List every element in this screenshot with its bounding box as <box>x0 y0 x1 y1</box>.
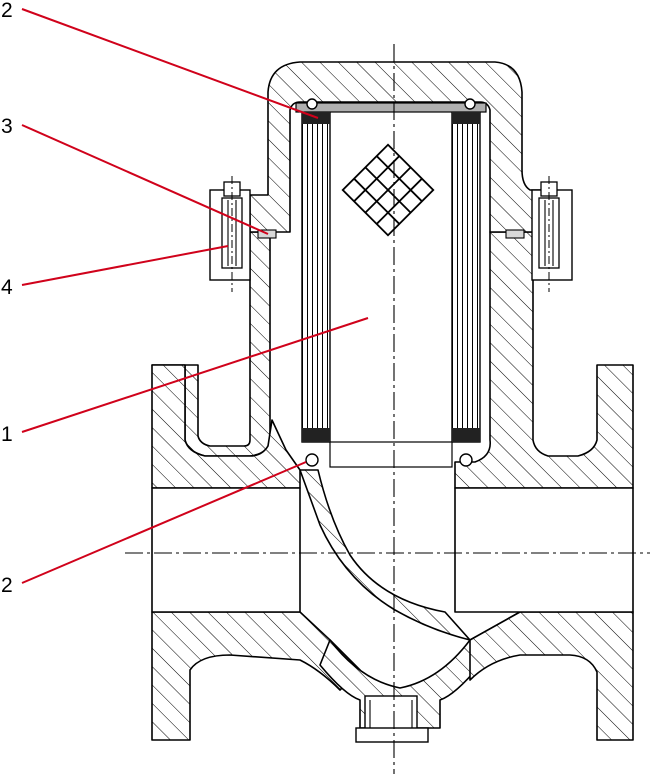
right-lower-flange <box>469 611 634 741</box>
o-ring-right <box>459 453 473 467</box>
mesh-symbol <box>341 143 435 237</box>
callout-label-4: 4 <box>1 276 13 299</box>
o-ring-left <box>305 453 319 467</box>
inlet-bore <box>151 487 301 613</box>
bonnet <box>249 61 549 233</box>
leader-4 <box>21 245 229 286</box>
cover-gasket <box>295 102 487 113</box>
outlet-bore <box>454 487 634 613</box>
basket-screen-left <box>301 111 331 443</box>
basket-top-seal-right <box>452 112 480 124</box>
leader-3 <box>21 124 269 235</box>
leader-top-2 <box>21 8 319 119</box>
left-pipe-upper-wall <box>151 364 301 489</box>
drain-plug <box>355 695 429 743</box>
callout-label-1: 1 <box>1 423 13 446</box>
flange-gasket-right <box>505 229 525 239</box>
basket-screen-right <box>451 111 481 443</box>
basket-bottom-seal-left <box>302 428 330 442</box>
flow-deflector <box>299 469 471 641</box>
leader-lines <box>21 8 369 584</box>
callout-label-bottom-2: 2 <box>1 574 13 597</box>
callout-label-top-2: 2 <box>1 0 13 22</box>
o-ring-top-left <box>306 98 318 110</box>
strainer-basket <box>295 98 487 468</box>
pipe-openings <box>151 487 634 613</box>
basket-bottom-ring <box>329 441 453 468</box>
o-ring-top-right <box>464 98 476 110</box>
bolt-left <box>209 176 251 292</box>
leader-1 <box>21 317 369 433</box>
bolt-right <box>531 176 573 292</box>
left-lower-flange <box>151 611 361 741</box>
basket-bottom-seal-right <box>452 428 480 442</box>
right-flange <box>454 231 634 489</box>
callout-label-3: 3 <box>1 115 13 138</box>
leader-bottom-2 <box>21 461 307 584</box>
